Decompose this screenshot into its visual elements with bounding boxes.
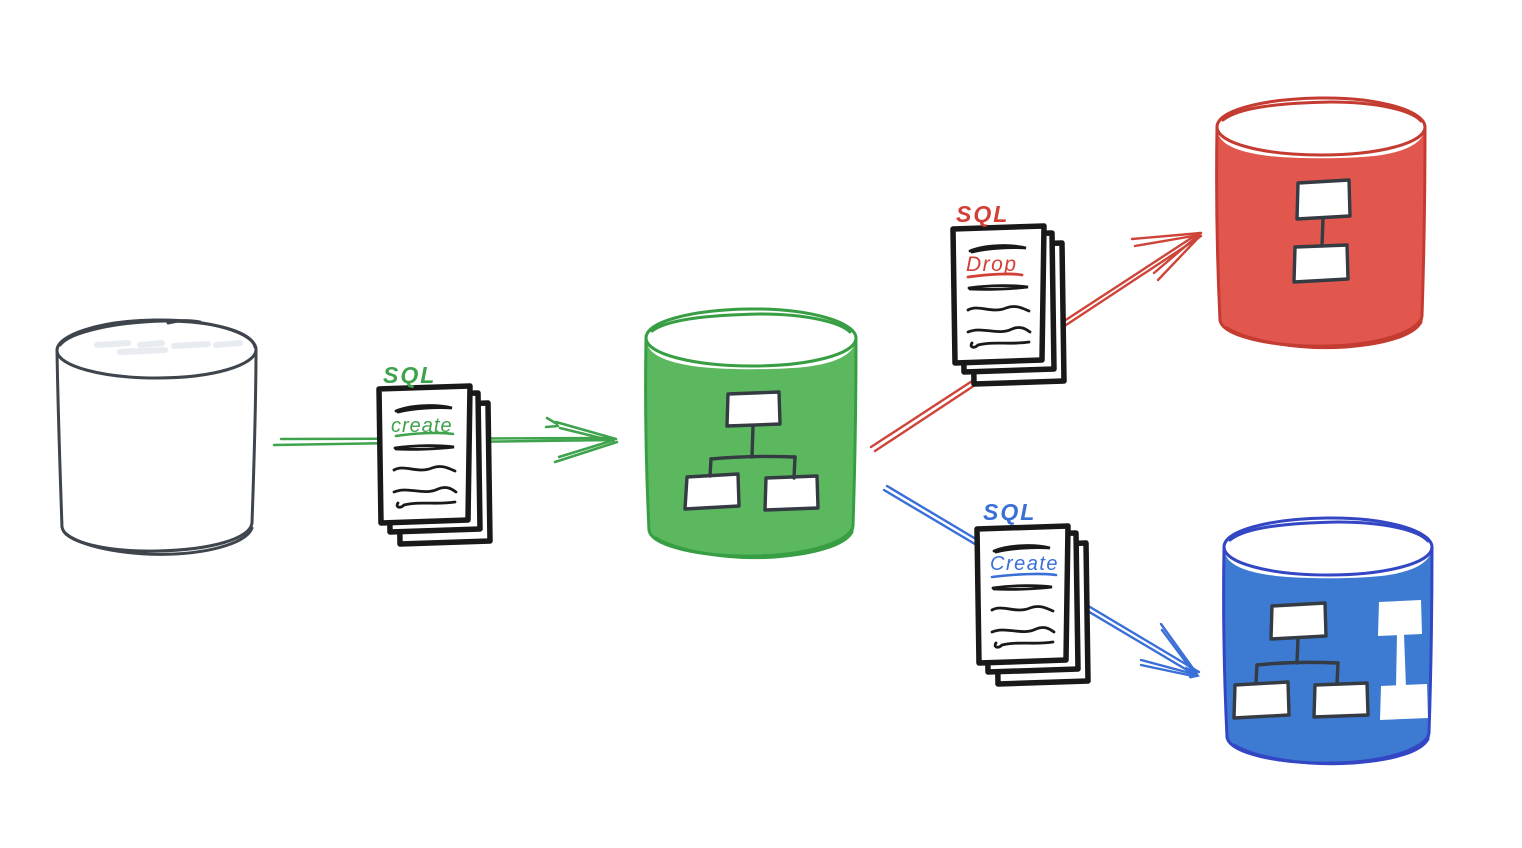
svg-text:SQL: SQL xyxy=(956,201,1009,227)
svg-text:SQL: SQL xyxy=(983,499,1036,525)
svg-text:create: create xyxy=(391,415,453,437)
svg-text:Create: Create xyxy=(990,553,1059,575)
svg-text:SQL: SQL xyxy=(383,362,436,388)
svg-text:Drop: Drop xyxy=(966,253,1018,276)
